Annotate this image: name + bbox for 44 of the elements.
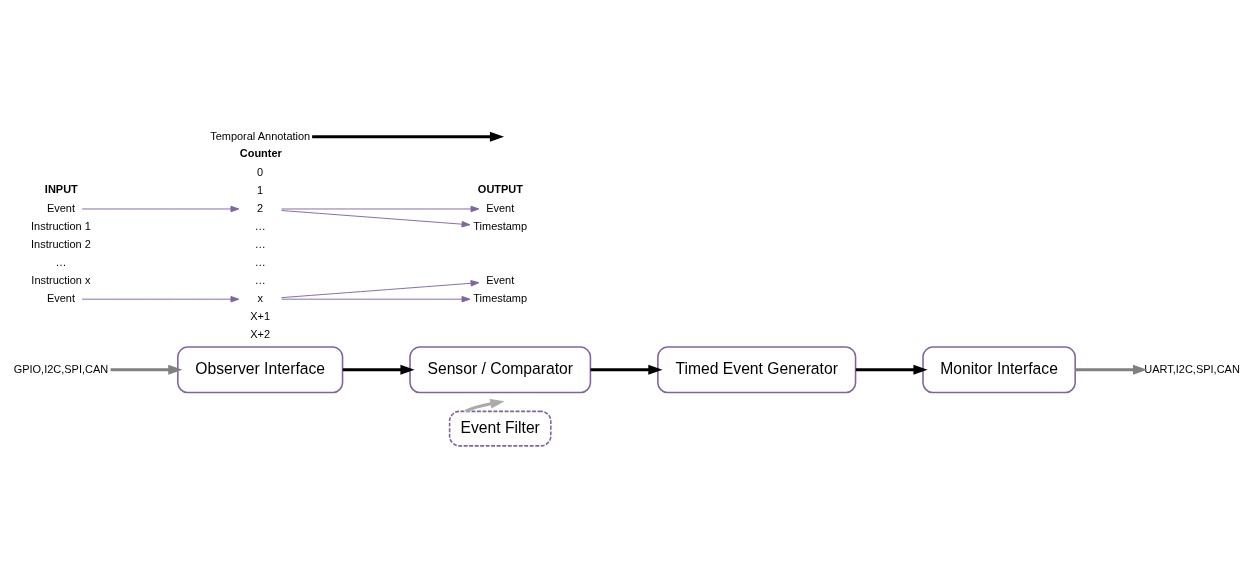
node-text: GPIO,I2C,SPI,CAN	[13, 362, 109, 375]
label: Instruction 2	[31, 237, 91, 250]
label: OUTPUT	[477, 182, 523, 195]
arrow	[281, 205, 480, 212]
arrow	[281, 209, 471, 227]
node-box: Event Filter	[448, 410, 552, 447]
arrow	[342, 364, 415, 375]
label: …	[254, 219, 266, 232]
label: Instruction x	[31, 273, 91, 286]
node-text: Event	[46, 201, 75, 214]
node-text: Temporal Annotation	[210, 129, 311, 142]
label: X+1	[250, 309, 271, 322]
label: 0	[257, 165, 264, 178]
arrow	[464, 398, 505, 413]
node-text: Event	[486, 201, 515, 214]
node-text: Event	[486, 273, 515, 286]
arrow	[81, 205, 240, 212]
arrow	[590, 364, 663, 375]
arrow	[281, 295, 471, 302]
node-text: UART,I2C,SPI,CAN	[1144, 362, 1240, 375]
arrow	[110, 364, 183, 375]
node-box: Observer Interface	[177, 345, 344, 393]
label: X+2	[250, 327, 271, 340]
node-text: Event	[46, 291, 75, 304]
label: INPUT	[44, 182, 78, 195]
label: …	[55, 255, 67, 268]
label: Counter	[239, 146, 282, 159]
label: …	[254, 237, 266, 250]
label: 1	[257, 183, 264, 196]
arrow	[81, 295, 240, 302]
arrow	[855, 364, 928, 375]
node-box: Sensor / Comparator	[409, 345, 592, 393]
node-text: Timestamp	[473, 219, 528, 232]
node-box: Timed Event Generator	[657, 345, 857, 393]
label: …	[254, 273, 266, 286]
label: …	[254, 255, 266, 268]
node-text: 2	[257, 201, 264, 214]
arrow	[312, 131, 505, 142]
arrow	[281, 279, 480, 298]
node-text: x	[257, 291, 263, 304]
node-text: Timestamp	[473, 291, 528, 304]
label: Instruction 1	[31, 219, 91, 232]
arrow	[1075, 364, 1148, 375]
node-box: Monitor Interface	[922, 345, 1076, 393]
